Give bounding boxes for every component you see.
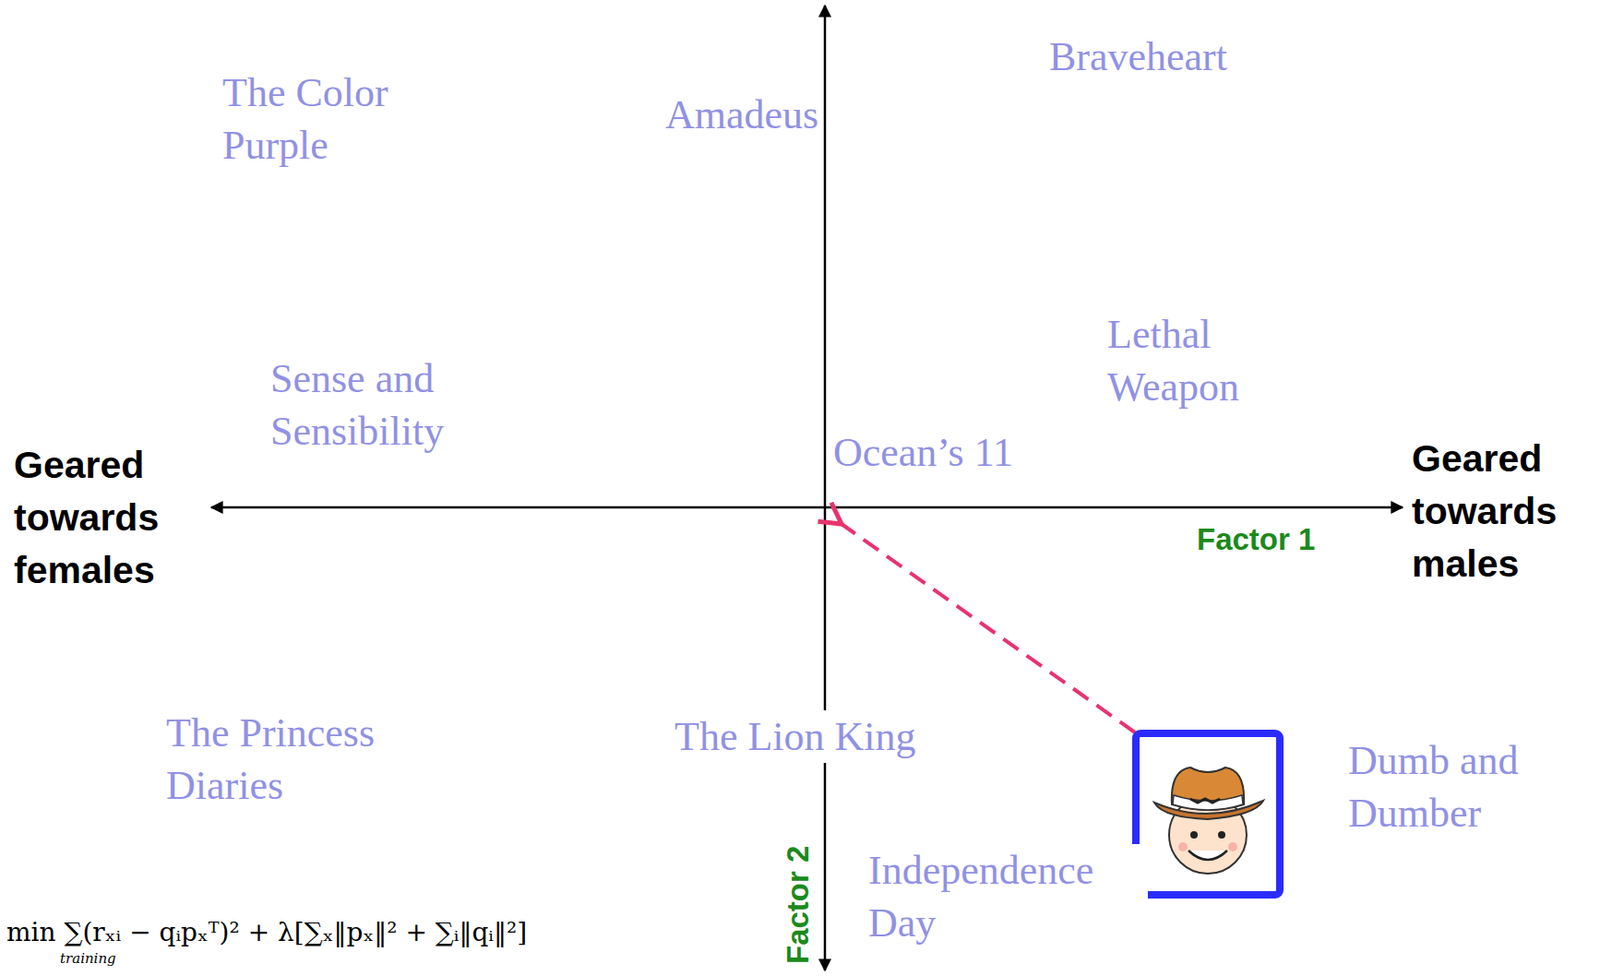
movie-title: Amadeus (662, 88, 822, 142)
user-icon (1135, 733, 1280, 896)
objective-formula: min ∑(rₓᵢ − qᵢpₓᵀ)² + λ[∑ₓ‖pₓ‖² + ∑ᵢ‖qᵢ‖… (3, 917, 530, 949)
axis-name: Factor 2 (780, 843, 816, 968)
movie-title: Braveheart (1046, 30, 1230, 84)
movie-title: The Princess Diaries (163, 706, 428, 812)
sum-subscript: training (57, 950, 120, 968)
movie-title: Ocean’s 11 (830, 426, 1016, 479)
user-vector-arrow (841, 524, 1135, 733)
factor-1-axis (211, 506, 1403, 510)
axis-label: Geared towards males (1408, 432, 1595, 591)
movie-title: Dumb and Dumber (1345, 734, 1591, 840)
axis-name: Factor 1 (1194, 522, 1318, 558)
factor-2-axis (823, 5, 827, 971)
movie-title: The Color Purple (219, 66, 456, 172)
movie-title: Lethal Weapon (1104, 308, 1295, 414)
movie-title: Independence Day (865, 844, 1148, 950)
movie-title: The Lion King (671, 710, 920, 764)
movie-title: Sense and Sensibility (267, 352, 514, 458)
axis-label: Geared towards females (11, 439, 202, 598)
